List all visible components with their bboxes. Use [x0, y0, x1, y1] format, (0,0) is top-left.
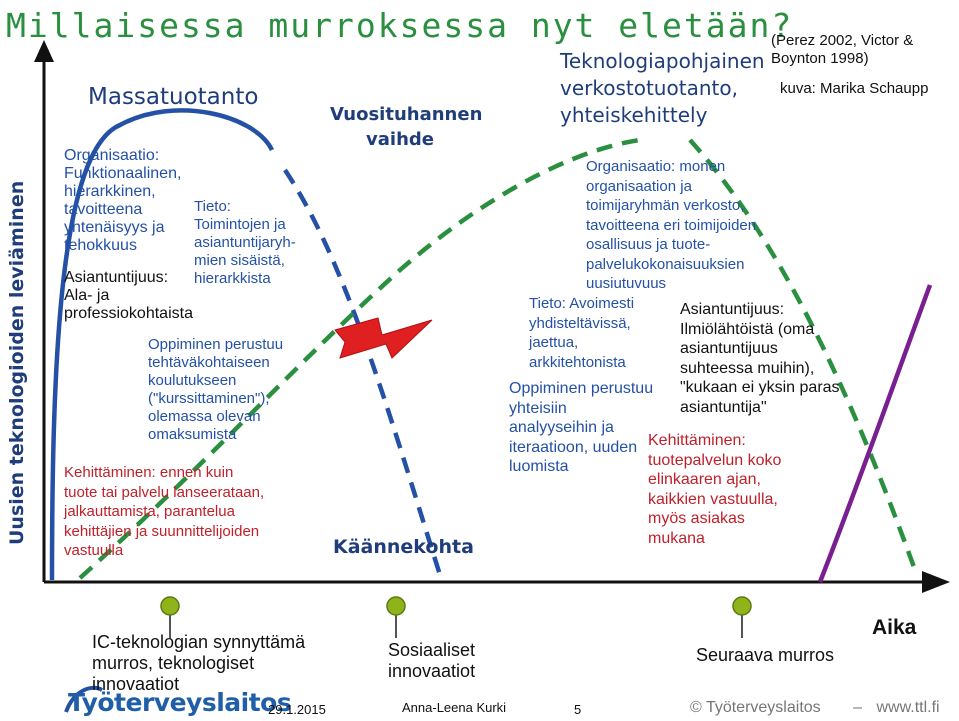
era2-knowledge: Tieto: Avoimesti yhdisteltävissä, jaettu…	[529, 295, 635, 371]
lightning-icon	[334, 317, 433, 359]
timeline-pin-ict	[160, 596, 180, 638]
reference: (Perez 2002, Victor & Boynton 1998)	[771, 32, 914, 67]
y-axis-label: Uusien teknologioiden leviäminen	[6, 180, 28, 545]
era2-heading: Teknologiapohjainen verkostotuotanto, yh…	[560, 49, 765, 127]
mass-production-decline-curve	[283, 168, 443, 576]
era2-organisation: Organisaatio: monen organisaation ja toi…	[586, 158, 757, 292]
image-credit: kuva: Marika Schaupp	[780, 80, 929, 97]
x-axis-arrowhead	[922, 571, 950, 593]
page-title: Millaisessa murroksessa nyt eletään?	[6, 6, 794, 45]
network-production-curve	[78, 137, 641, 580]
timeline-pin-social	[386, 596, 406, 638]
era1-heading: Massatuotanto	[88, 84, 259, 110]
era1-organisation: Organisaatio: Funktionaalinen, hierarkki…	[64, 147, 182, 254]
timeline-social-label: Sosiaaliset innovaatiot	[388, 640, 476, 681]
footer-logo: Työterveyslaitos	[68, 688, 292, 717]
footer-author: Anna-Leena Kurki	[402, 700, 507, 715]
timeline-next-label: Seuraava murros	[696, 645, 835, 665]
era1-expertise: Asiantuntijuus: Ala- ja professiokohtais…	[64, 269, 193, 322]
timeline-pin-next	[732, 596, 752, 638]
era2-development: Kehittäminen: tuotepalvelun koko elinkaa…	[648, 432, 782, 547]
mass-production-curve	[49, 108, 275, 581]
timeline-ict-label: IC-teknologian synnyttämä murros, teknol…	[92, 632, 306, 694]
era2-expertise: Asiantuntijuus: Ilmiölähtöistä (oma asia…	[680, 301, 840, 416]
network-production-decline-curve	[688, 138, 918, 571]
era1-development: Kehittäminen: ennen kuin tuote tai palve…	[64, 464, 265, 559]
era1-learning: Oppiminen perustuu tehtäväkohtaiseen kou…	[148, 336, 284, 443]
turning-point-label: Käännekohta	[333, 536, 474, 558]
logo-arc-icon	[64, 685, 104, 713]
footer-page-number: 5	[574, 702, 582, 717]
era1-knowledge: Tieto: Toimintojen ja asiantuntijaryh- m…	[194, 198, 296, 287]
footer-date: 29.1.2015	[268, 702, 326, 717]
transition-heading: Vuosituhannen vaihde	[330, 104, 483, 150]
next-wave-curve	[817, 284, 933, 583]
y-axis-arrowhead	[34, 40, 54, 62]
footer-copyright: © Työterveyslaitos – www.ttl.fi	[690, 699, 940, 716]
x-axis-label: Aika	[872, 616, 917, 639]
footer-url[interactable]: www.ttl.fi	[876, 699, 940, 716]
era2-learning: Oppiminen perustuu yhteisiin analyyseihi…	[509, 380, 654, 475]
